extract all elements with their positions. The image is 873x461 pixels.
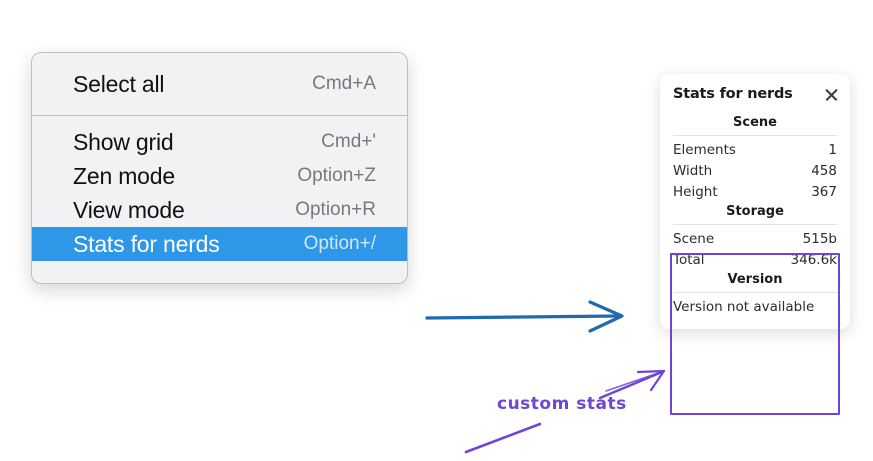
section-scene: Scene Elements 1 Width 458 Height 367 — [660, 113, 850, 202]
stat-value: 346.6k — [790, 251, 837, 268]
annotation-underline-stroke — [464, 422, 542, 454]
context-menu[interactable]: Select all Cmd+A Show grid Cmd+' Zen mod… — [31, 52, 408, 284]
stat-label: Elements — [673, 141, 736, 158]
menu-group-1: Select all Cmd+A — [32, 53, 407, 115]
stat-row: Scene 515b — [660, 228, 850, 249]
version-note: Version not available — [673, 299, 815, 315]
flow-arrow-icon — [425, 300, 624, 333]
stat-value: 515b — [802, 230, 837, 247]
menu-item-view-mode[interactable]: View mode Option+R — [32, 193, 407, 227]
menu-item-select-all[interactable]: Select all Cmd+A — [32, 67, 407, 101]
stat-label: Scene — [673, 230, 715, 247]
menu-item-shortcut: Cmd+' — [321, 131, 376, 152]
menu-footer-spacer — [32, 261, 407, 283]
stat-row: Elements 1 — [660, 139, 850, 160]
menu-item-zen-mode[interactable]: Zen mode Option+Z — [32, 159, 407, 193]
menu-item-stats-for-nerds[interactable]: Stats for nerds Option+/ — [32, 227, 407, 261]
stat-label: Height — [673, 183, 718, 200]
menu-item-label: View mode — [73, 196, 185, 223]
stat-row: Width 458 — [660, 160, 850, 181]
stats-for-nerds-panel: Stats for nerds Scene Elements 1 Width 4… — [660, 74, 850, 415]
menu-item-label: Select all — [73, 70, 165, 97]
stat-value: 1 — [828, 141, 837, 158]
menu-item-label: Zen mode — [73, 162, 175, 189]
stat-row: Total 346.6k — [660, 249, 850, 270]
close-icon[interactable] — [824, 87, 839, 102]
menu-item-label: Show grid — [73, 128, 174, 155]
menu-item-show-grid[interactable]: Show grid Cmd+' — [32, 125, 407, 159]
panel-title: Stats for nerds — [673, 86, 793, 102]
stat-label: Total — [673, 251, 705, 268]
menu-item-shortcut: Cmd+A — [312, 73, 376, 94]
menu-item-shortcut: Option+R — [295, 199, 376, 220]
panel-header: Stats for nerds — [660, 86, 850, 102]
section-rule — [673, 224, 837, 225]
menu-divider — [32, 115, 407, 116]
section-storage: Storage Scene 515b Total 346.6k — [660, 202, 850, 270]
stat-value: 458 — [811, 162, 837, 179]
menu-group-2: Show grid Cmd+' Zen mode Option+Z View m… — [32, 116, 407, 283]
annotation-label-custom-stats: custom stats — [497, 394, 627, 414]
section-title-version: Version — [727, 272, 783, 287]
section-rule — [673, 292, 837, 293]
stat-row: Height 367 — [660, 181, 850, 202]
section-title-scene: Scene — [733, 115, 777, 130]
section-rule — [673, 135, 837, 136]
stat-value: 367 — [811, 183, 837, 200]
menu-item-label: Stats for nerds — [73, 230, 220, 257]
section-version: Version Version not available — [660, 270, 850, 316]
menu-item-shortcut: Option+/ — [303, 233, 376, 254]
stat-label: Width — [673, 162, 713, 179]
menu-item-shortcut: Option+Z — [297, 165, 376, 186]
section-title-storage: Storage — [726, 204, 784, 219]
